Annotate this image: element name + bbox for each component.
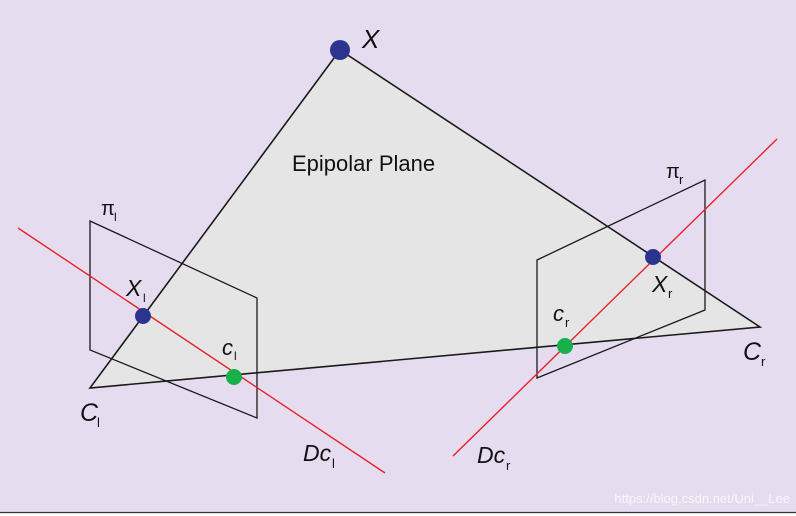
world-point-x [330,40,350,60]
right-epipolar-line [452,138,778,457]
right-image-point-label: X r [651,271,673,301]
right-plane-label: π r [666,161,684,187]
right-image-point-symbol: X [651,271,669,297]
right-epipole-symbol: c [553,301,564,326]
left-camera-symbol: C [80,399,99,427]
left-epiline-label: Dc l [303,440,335,471]
left-epiline-subscript: l [332,456,335,471]
right-epipole-point [557,338,573,354]
left-epiline-symbol: Dc [303,440,332,466]
left-epipole-point [226,369,242,385]
watermark-text: https://blog.csdn.net/Uni__Lee [614,491,790,506]
right-epipole-subscript: r [565,315,570,330]
left-epipole-subscript: l [234,349,237,363]
left-plane-symbol: π [101,198,115,220]
right-image-plane [536,178,706,379]
right-plane-subscript: r [679,172,684,187]
right-epiline-symbol: Dc [477,442,506,468]
right-camera-symbol: C [743,338,762,366]
left-image-point-label: X l [125,275,146,305]
left-camera-label: C l [80,399,100,430]
left-image-point-subscript: l [143,291,146,305]
left-image-point [135,308,151,324]
right-epiline-subscript: r [506,458,511,473]
epipolar-plane-label: Epipolar Plane [292,151,435,176]
right-camera-label: C r [743,338,766,369]
left-image-point-symbol: X [125,275,143,301]
world-point-label: X [361,24,381,54]
right-plane-symbol: π [666,161,680,183]
left-epipolar-line [17,227,386,474]
left-camera-subscript: l [97,415,100,430]
left-plane-subscript: l [114,210,117,224]
right-camera-subscript: r [761,354,766,369]
right-epipole-label: c r [553,301,570,330]
right-epiline-label: Dc r [477,442,511,473]
right-image-point-subscript: r [668,286,673,301]
left-epipole-label: c l [222,335,237,363]
left-epipole-symbol: c [222,335,233,360]
left-image-plane [89,219,258,419]
right-image-point [645,249,661,265]
left-plane-label: π l [101,198,117,224]
